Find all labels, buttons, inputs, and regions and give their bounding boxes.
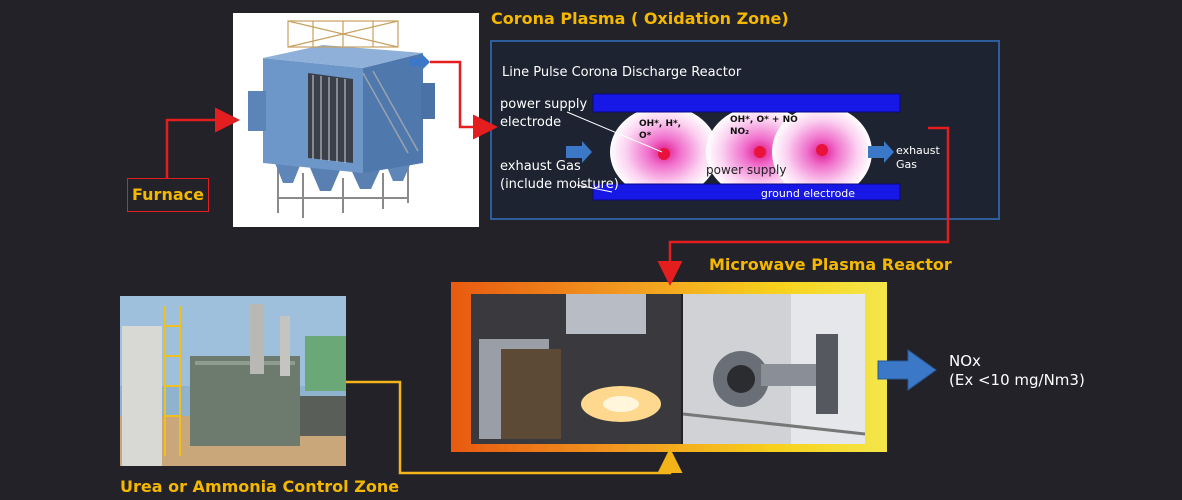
corona-reactor-box: ground electrode Line Pulse Corona Disch… <box>490 40 1000 220</box>
exhaust-out-line1: exhaust <box>896 144 940 157</box>
flow-scrubber-to-corona <box>430 60 498 140</box>
flow-corona-to-microwave <box>657 126 950 286</box>
reactor-title: Line Pulse Corona Discharge Reactor <box>502 65 742 80</box>
flow-furnace-to-scrubber <box>165 107 240 178</box>
exhaust-in-line1: exhaust Gas <box>500 159 581 174</box>
nox-output-line1: NOx <box>949 352 981 370</box>
power-supply-electrode-line1: power supply <box>500 97 587 112</box>
exhaust-out-line2: Gas <box>896 158 917 171</box>
radicals-2-line1: OH*, O* + NO <box>730 115 798 125</box>
ground-electrode <box>592 183 901 201</box>
outlet-arrow <box>868 141 894 163</box>
radicals-1-line2: O* <box>639 131 652 141</box>
urea-control-photo <box>120 296 346 466</box>
furnace-label: Furnace <box>127 178 209 212</box>
radicals-2-line2: NO₂ <box>730 127 749 137</box>
nox-output-label: NOx (Ex <10 mg/Nm3) <box>949 352 1085 390</box>
radicals-1-line1: OH*, H*, <box>639 119 681 129</box>
ground-electrode-label: ground electrode <box>761 187 855 200</box>
exhaust-in-line2: (include moisture) <box>500 177 619 192</box>
scrubber-outlet-arrow <box>410 54 430 70</box>
top-electrode <box>592 93 901 113</box>
nox-output-arrow <box>877 349 937 391</box>
nox-output-line2: (Ex <10 mg/Nm3) <box>949 371 1085 389</box>
scrubber-photo <box>233 13 479 227</box>
flow-urea-to-microwave <box>346 380 683 475</box>
inlet-arrow <box>566 141 592 163</box>
microwave-title: Microwave Plasma Reactor <box>709 255 952 274</box>
urea-title: Urea or Ammonia Control Zone <box>120 477 400 496</box>
power-supply-label: power supply <box>706 163 786 177</box>
corona-title: Corona Plasma ( Oxidation Zone) <box>491 9 789 28</box>
microwave-reactor-photo <box>471 294 865 444</box>
power-supply-electrode-line2: electrode <box>500 115 561 130</box>
